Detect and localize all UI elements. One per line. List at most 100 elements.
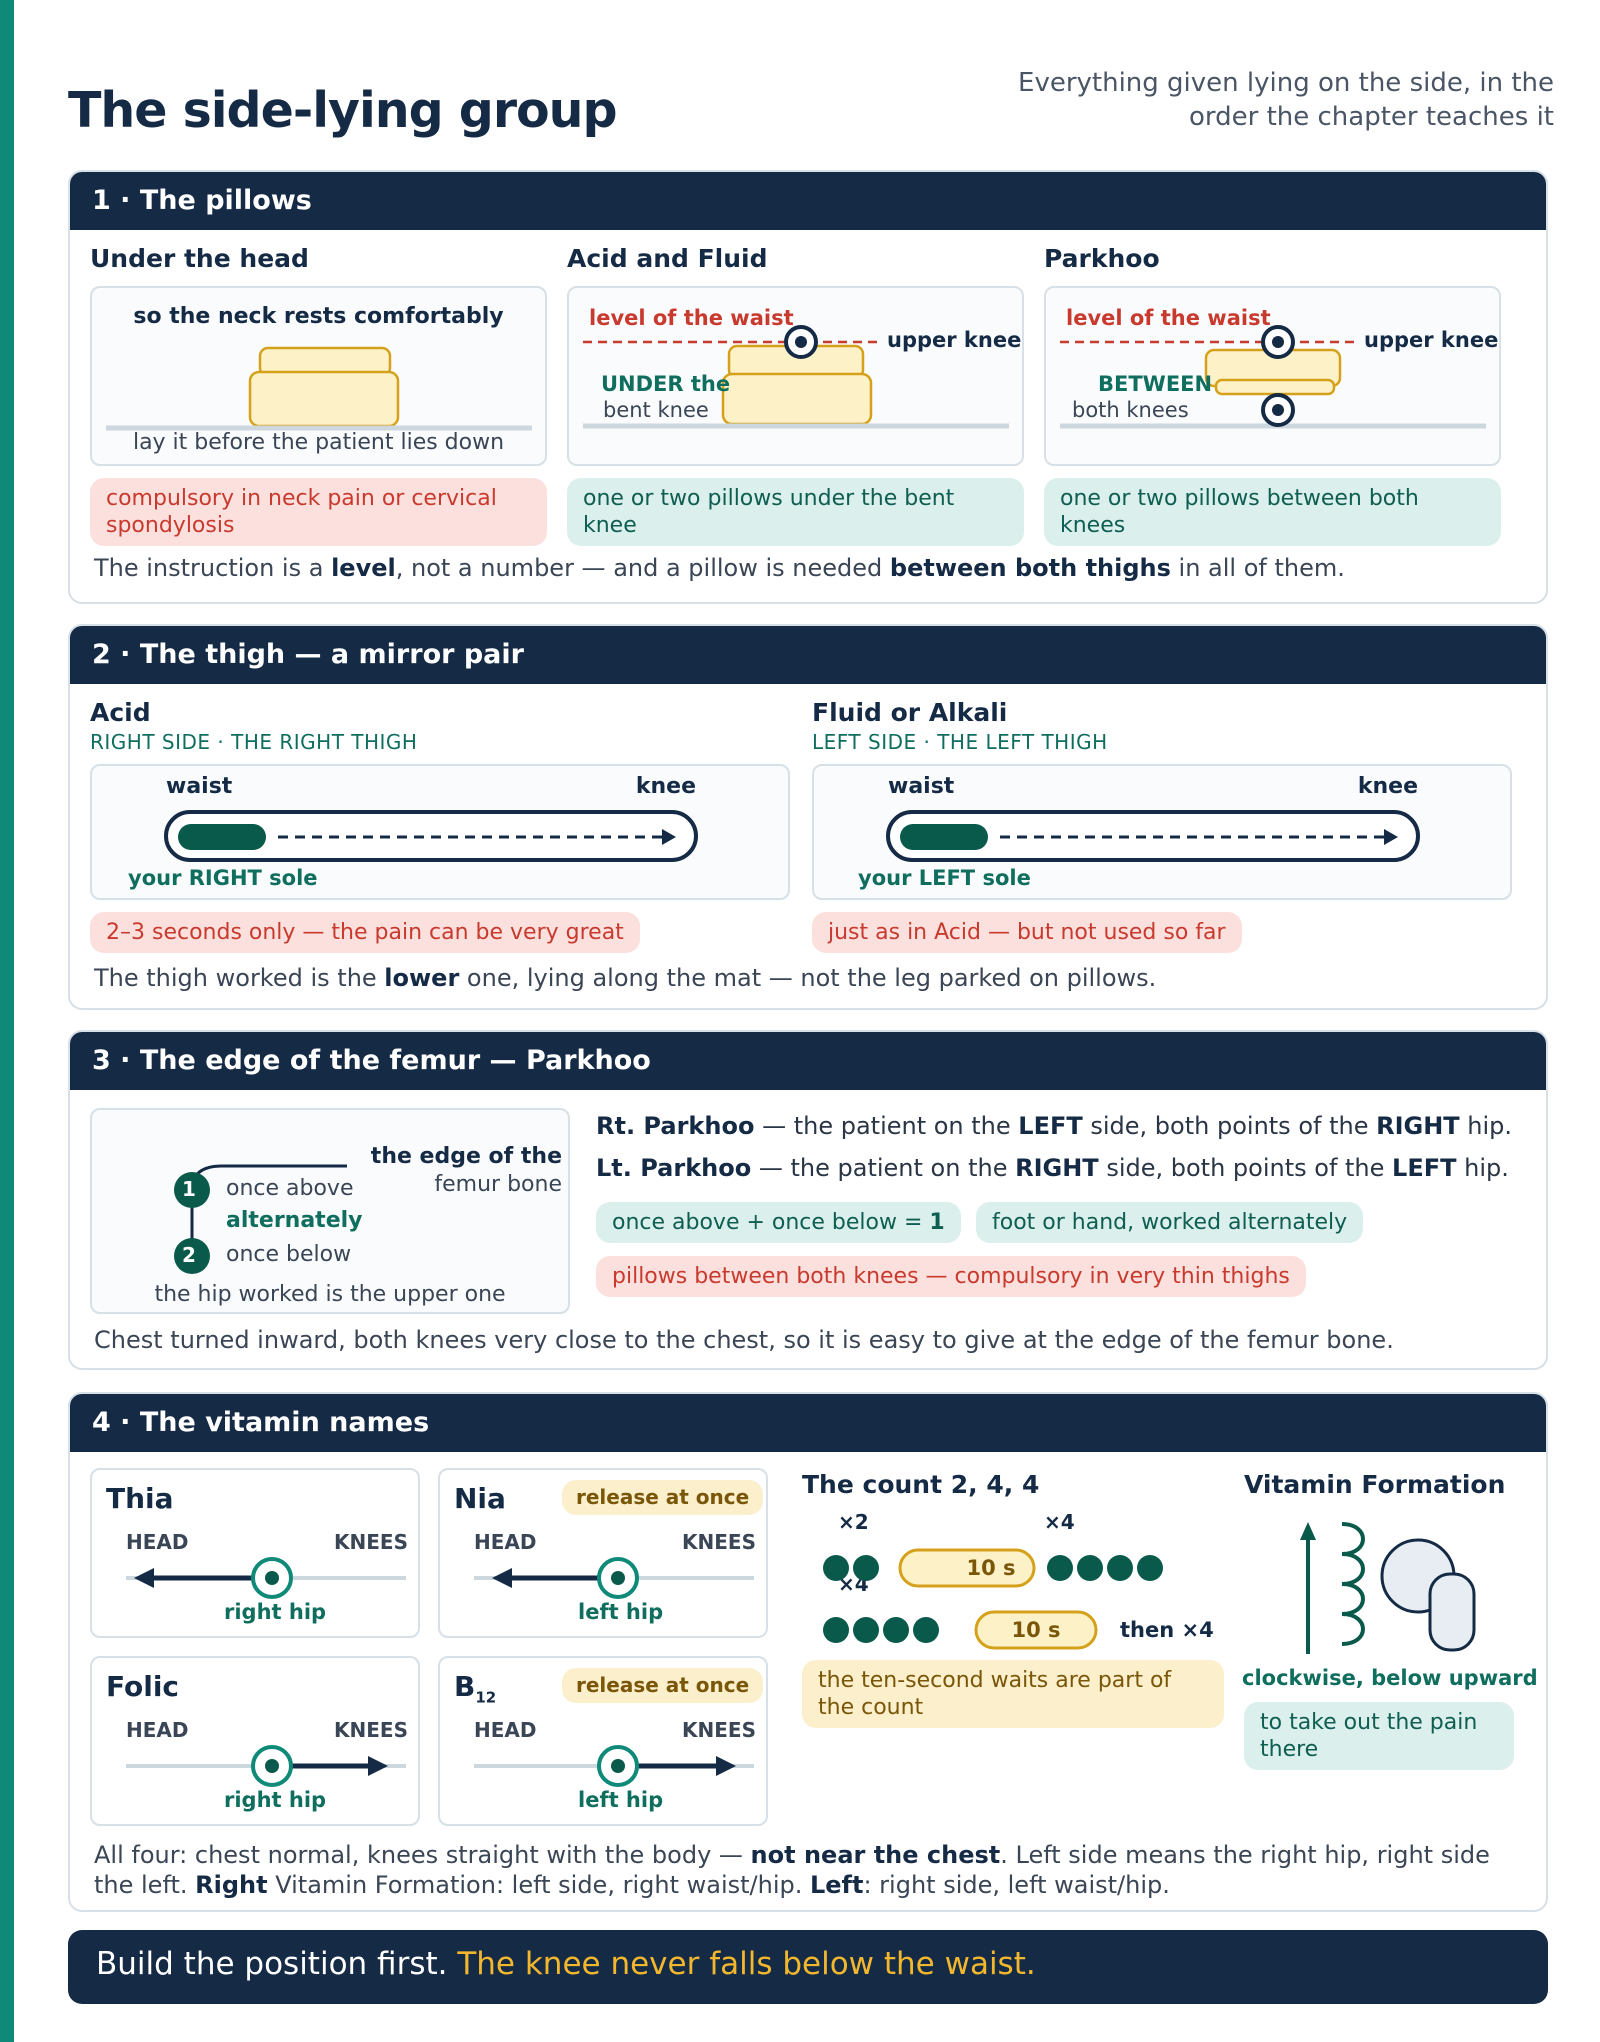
column-title: Parkhoo [1044,244,1160,273]
hip-label: left hip [578,1788,664,1812]
parkhoo-pillow-diagram: level of the waist upper knee BETWEEN bo… [1044,286,1501,466]
head-label: HEAD [474,1718,537,1742]
clockwise-motion-icon [1300,1522,1476,1654]
vitamin-card-nia: Nia release at once HEAD KNEES left hip [438,1468,768,1638]
section-note: Chest turned inward, both knees very clo… [94,1326,1394,1354]
pillow-between-knees-icon [1060,325,1486,429]
section-note: The thigh worked is the lower one, lying… [94,964,1157,992]
arrow-to-head-icon [126,1557,406,1599]
waist-level-label: level of the waist [589,306,794,330]
then-label: then ×4 [1120,1618,1214,1642]
formation-caption: clockwise, below upward [1242,1666,1538,1690]
vitamin-name: Nia [454,1482,506,1515]
step-badge: 2 [182,1243,196,1267]
edge-label: the edge of the [370,1144,562,1169]
arrow-to-knees-icon [126,1745,406,1787]
right-thigh-diagram: waist knee your RIGHT sole [90,764,790,900]
section-thigh: 2 · The thigh — a mirror pair Acid RIGHT… [68,624,1548,1010]
knees-label: KNEES [682,1718,756,1742]
arrow-to-head-icon [474,1557,754,1599]
diagram-caption: so the neck rests comfortably [133,304,504,329]
section-note: All four: chest normal, knees straight w… [94,1841,1490,1899]
note-pill: 2–3 seconds only — the pain can be very … [90,912,640,953]
fluid-title: Fluid or Alkali [812,698,1008,727]
section-note: The instruction is a level, not a number… [94,554,1345,582]
section-vitamins: 4 · The vitamin names Thia HEAD KNEES ri… [68,1392,1548,1912]
acid-pillow-diagram: level of the waist upper knee UNDER the … [567,286,1024,466]
note-pill: just as in Acid — but not used so far [812,912,1242,953]
release-badge: release at once [562,1480,764,1515]
under-label: UNDER the [601,372,731,396]
section-heading: 4 · The vitamin names [70,1394,1546,1452]
release-badge: release at once [562,1668,764,1703]
count-pill: the ten-second waits are part of the cou… [802,1660,1224,1728]
wait-label: 10 s [1011,1618,1061,1642]
vitamin-name: Thia [106,1482,174,1515]
femur-edge-diagram: 1 2 once above alternately once below th… [90,1108,570,1314]
sole-label: your LEFT sole [858,866,1031,890]
fluid-subtitle: LEFT SIDE · THE LEFT THIGH [812,730,1108,754]
vitamin-name: B12 [454,1670,497,1707]
foot-hand-pill: foot or hand, worked alternately [976,1202,1364,1243]
upper-knee-label: upper knee [1364,328,1499,352]
section-pillows: 1 · The pillows Under the head so the ne… [68,170,1548,604]
head-label: HEAD [126,1530,189,1554]
thigh-stroke-icon [164,810,698,862]
sole-label: your RIGHT sole [128,866,318,890]
waist-label: waist [888,774,955,799]
vitamin-card-b12: B12 release at once HEAD KNEES left hip [438,1656,768,1826]
rt-parkhoo-line: Rt. Parkhoo — the patient on the LEFT si… [596,1112,1513,1140]
formation-title: Vitamin Formation [1244,1470,1506,1499]
bent-knee-label: bent knee [603,398,709,422]
diagram-footer: the hip worked is the upper one [154,1282,506,1307]
vitamin-card-folic: Folic HEAD KNEES right hip [90,1656,420,1826]
once-below-label: once below [226,1242,352,1267]
both-knees-label: both knees [1072,398,1189,422]
alternation-icon [174,1164,347,1274]
vitamin-card-thia: Thia HEAD KNEES right hip [90,1468,420,1638]
hip-label: right hip [224,1600,327,1624]
takeaway-banner: Build the position first. The knee never… [68,1930,1548,2004]
page-subtitle: Everything given lying on the side, in t… [1018,68,1554,132]
knees-label: KNEES [334,1718,408,1742]
section-femur-edge: 3 · The edge of the femur — Parkhoo 1 2 … [68,1030,1548,1370]
lt-parkhoo-line: Lt. Parkhoo — the patient on the RIGHT s… [596,1154,1509,1182]
acid-title: Acid [90,698,151,727]
times-four-label: ×4 [1044,1510,1075,1534]
knees-label: KNEES [682,1530,756,1554]
page-title: The side-lying group [68,82,618,139]
count-dots-icon [823,1548,1163,1650]
upper-knee-label: upper knee [887,328,1022,352]
hip-label: right hip [224,1788,327,1812]
times-two-label: ×2 [838,1510,869,1534]
count-title: The count 2, 4, 4 [802,1470,1040,1499]
pillow-under-knee-icon [583,325,1009,429]
head-pillow-diagram: so the neck rests comfortably lay it bef… [90,286,547,466]
between-label: BETWEEN [1098,372,1213,396]
arrow-to-knees-icon [474,1745,754,1787]
column-title: Under the head [90,244,309,273]
formation-pill: to take out the pain there [1244,1702,1514,1770]
knees-label: KNEES [334,1530,408,1554]
alternately-label: alternately [226,1208,363,1233]
note-pill: one or two pillows between both knees [1044,478,1501,546]
section-heading: 1 · The pillows [70,172,1546,230]
once-above-label: once above [226,1176,354,1201]
acid-subtitle: RIGHT SIDE · THE RIGHT THIGH [90,730,418,754]
section-heading: 3 · The edge of the femur — Parkhoo [70,1032,1546,1090]
hip-label: left hip [578,1600,664,1624]
head-label: HEAD [474,1530,537,1554]
column-title: Acid and Fluid [567,244,768,273]
head-label: HEAD [126,1718,189,1742]
knee-label: knee [635,774,696,799]
femur-bone-label: femur bone [434,1172,562,1197]
vitamin-name: Folic [106,1670,180,1703]
waist-label: waist [166,774,233,799]
section-heading: 2 · The thigh — a mirror pair [70,626,1546,684]
pillow-stack-icon [106,346,532,431]
accent-bar [0,0,14,2042]
wait-label: 10 s [966,1556,1016,1580]
left-thigh-diagram: waist knee your LEFT sole [812,764,1512,900]
step-badge: 1 [182,1177,196,1201]
thigh-stroke-icon [886,810,1420,862]
